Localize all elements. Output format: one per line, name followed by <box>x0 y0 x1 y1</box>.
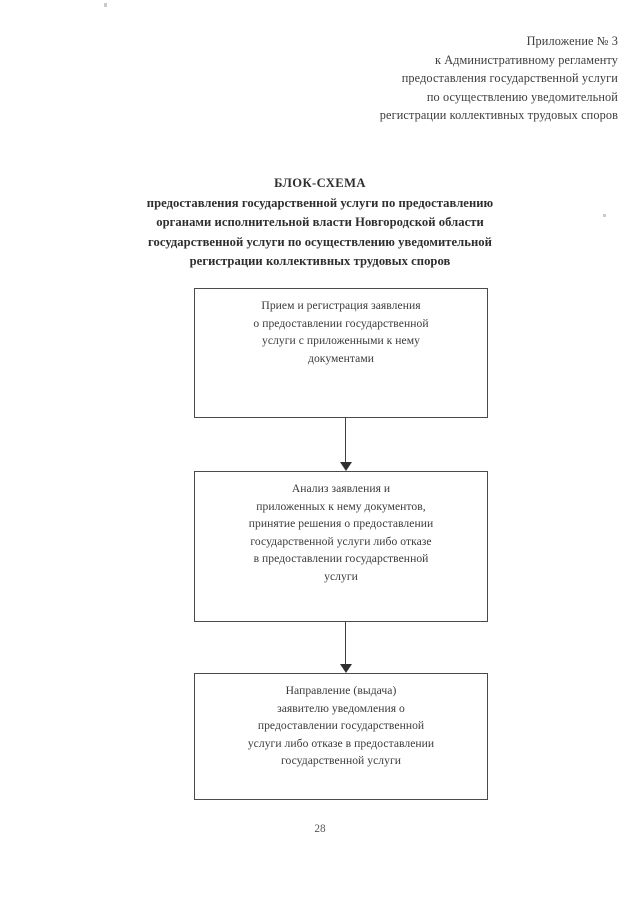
flowchart-node-analysis: Анализ заявления и приложенных к нему до… <box>194 471 488 622</box>
page-title: БЛОК-СХЕМА предоставления государственно… <box>70 174 570 272</box>
node-3-text: Направление (выдача) заявителю уведомлен… <box>195 674 487 770</box>
node-3-line-4: услуги либо отказе в предоставлении <box>247 736 435 750</box>
node-2-line-2: приложенных к нему документов, <box>256 499 426 513</box>
down-arrow-icon <box>340 664 352 673</box>
connector-node2-to-node3 <box>340 622 352 673</box>
title-line-5: регистрации коллективных трудовых споров <box>189 254 451 268</box>
title-line-3: органами исполнительной власти Новгородс… <box>156 215 484 229</box>
header-line-2: к Административному регламенту <box>434 52 618 67</box>
flowchart-node-reception: Прием и регистрация заявления о предоста… <box>194 288 488 418</box>
scan-speck <box>603 214 606 217</box>
node-2-line-5: в предоставлении государственной <box>253 552 429 566</box>
flowchart-node-notification: Направление (выдача) заявителю уведомлен… <box>194 673 488 800</box>
node-2-text: Анализ заявления и приложенных к нему до… <box>195 472 487 586</box>
connector-line <box>345 622 347 665</box>
node-3-line-5: государственной услуги <box>280 754 402 768</box>
node-1-line-2: о предоставлении государственной <box>253 316 429 330</box>
node-3-line-1: Направление (выдача) <box>285 684 397 697</box>
title-line-2: предоставления государственной услуги по… <box>146 195 494 210</box>
down-arrow-icon <box>340 462 352 471</box>
document-header: Приложение № 3 к Административному регла… <box>300 32 618 125</box>
connector-node1-to-node2 <box>340 418 352 471</box>
node-2-line-3: принятие решения о предоставлении <box>248 517 434 531</box>
node-2-line-4: государственной услуги либо отказе <box>250 534 432 548</box>
node-1-line-3: услуги с приложенными к нему <box>262 334 420 348</box>
node-1-text: Прием и регистрация заявления о предоста… <box>195 289 487 367</box>
header-line-5: регистрации коллективных трудовых споров <box>379 108 618 123</box>
scan-speck <box>104 3 107 7</box>
node-1-line-1: Прием и регистрация заявления <box>261 299 421 312</box>
node-3-line-3: предоставлении государственной <box>257 719 425 733</box>
node-2-line-1: Анализ заявления и <box>291 482 391 495</box>
node-2-line-6: услуги <box>324 569 358 583</box>
node-1-line-4: документами <box>308 351 374 365</box>
page-number: 28 <box>314 823 326 835</box>
header-line-4: по осуществлению уведомительной <box>426 89 618 104</box>
node-3-line-2: заявителю уведомления о <box>277 701 405 715</box>
connector-line <box>345 418 347 463</box>
title-line-4: государственной услуги по осуществлению … <box>148 234 492 249</box>
header-line-3: предоставления государственной услуги <box>401 71 618 86</box>
title-line-1: БЛОК-СХЕМА <box>274 176 366 190</box>
header-line-1: Приложение № 3 <box>526 34 618 48</box>
